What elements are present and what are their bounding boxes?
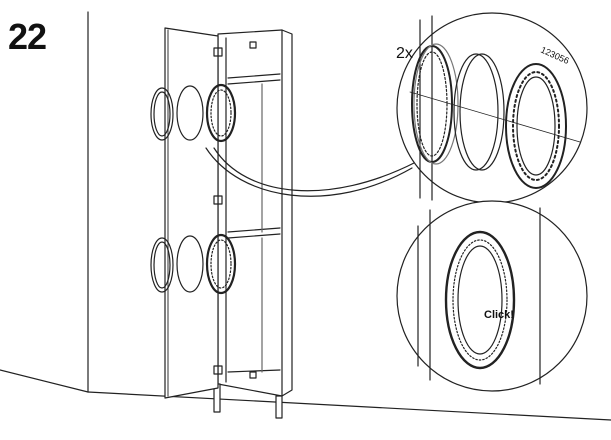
callout-circle-bottom [396,200,588,392]
callout-connector [205,147,413,197]
cabinet [213,29,293,419]
callout-circle-top [396,12,588,204]
step-number: 22 [8,16,47,57]
cabinet-door [150,27,257,399]
click-label: Click! [484,309,514,321]
quantity-label: 2x [396,45,413,62]
